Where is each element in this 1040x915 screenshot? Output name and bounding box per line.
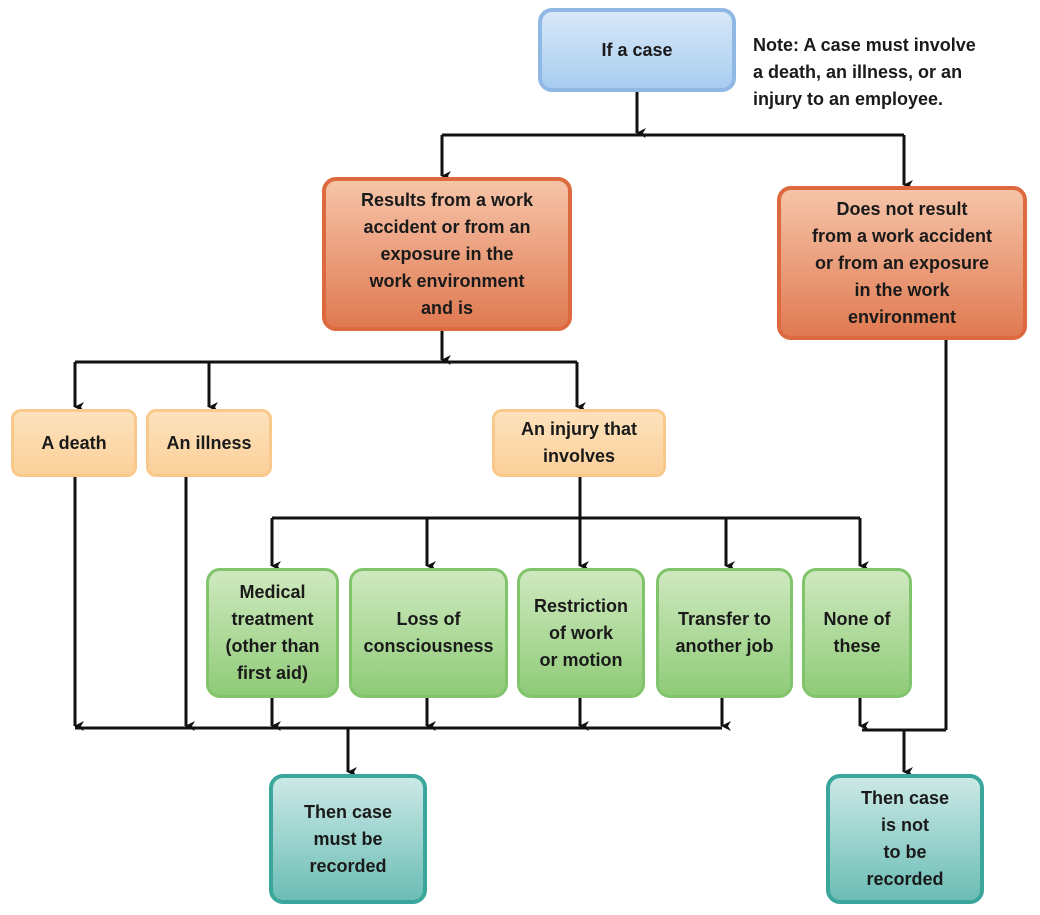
not-work-related-node: Does not result from a work accident or … — [777, 186, 1027, 340]
criteria-none-node: None of these — [802, 568, 912, 698]
criteria-medical-node: Medical treatment (other than first aid) — [206, 568, 339, 698]
start-node: If a case — [538, 8, 736, 92]
result-not-recorded-node: Then case is not to be recorded — [826, 774, 984, 904]
outcome-death-node: A death — [11, 409, 137, 477]
criteria-consciousness-node: Loss of consciousness — [349, 568, 508, 698]
criteria-restriction-node: Restriction of work or motion — [517, 568, 645, 698]
note-text: Note: A case must involve a death, an il… — [753, 35, 976, 109]
result-recorded-node: Then case must be recorded — [269, 774, 427, 904]
outcome-illness-node: An illness — [146, 409, 272, 477]
criteria-transfer-node: Transfer to another job — [656, 568, 793, 698]
outcome-injury-node: An injury that involves — [492, 409, 666, 477]
work-related-node: Results from a work accident or from an … — [322, 177, 572, 331]
